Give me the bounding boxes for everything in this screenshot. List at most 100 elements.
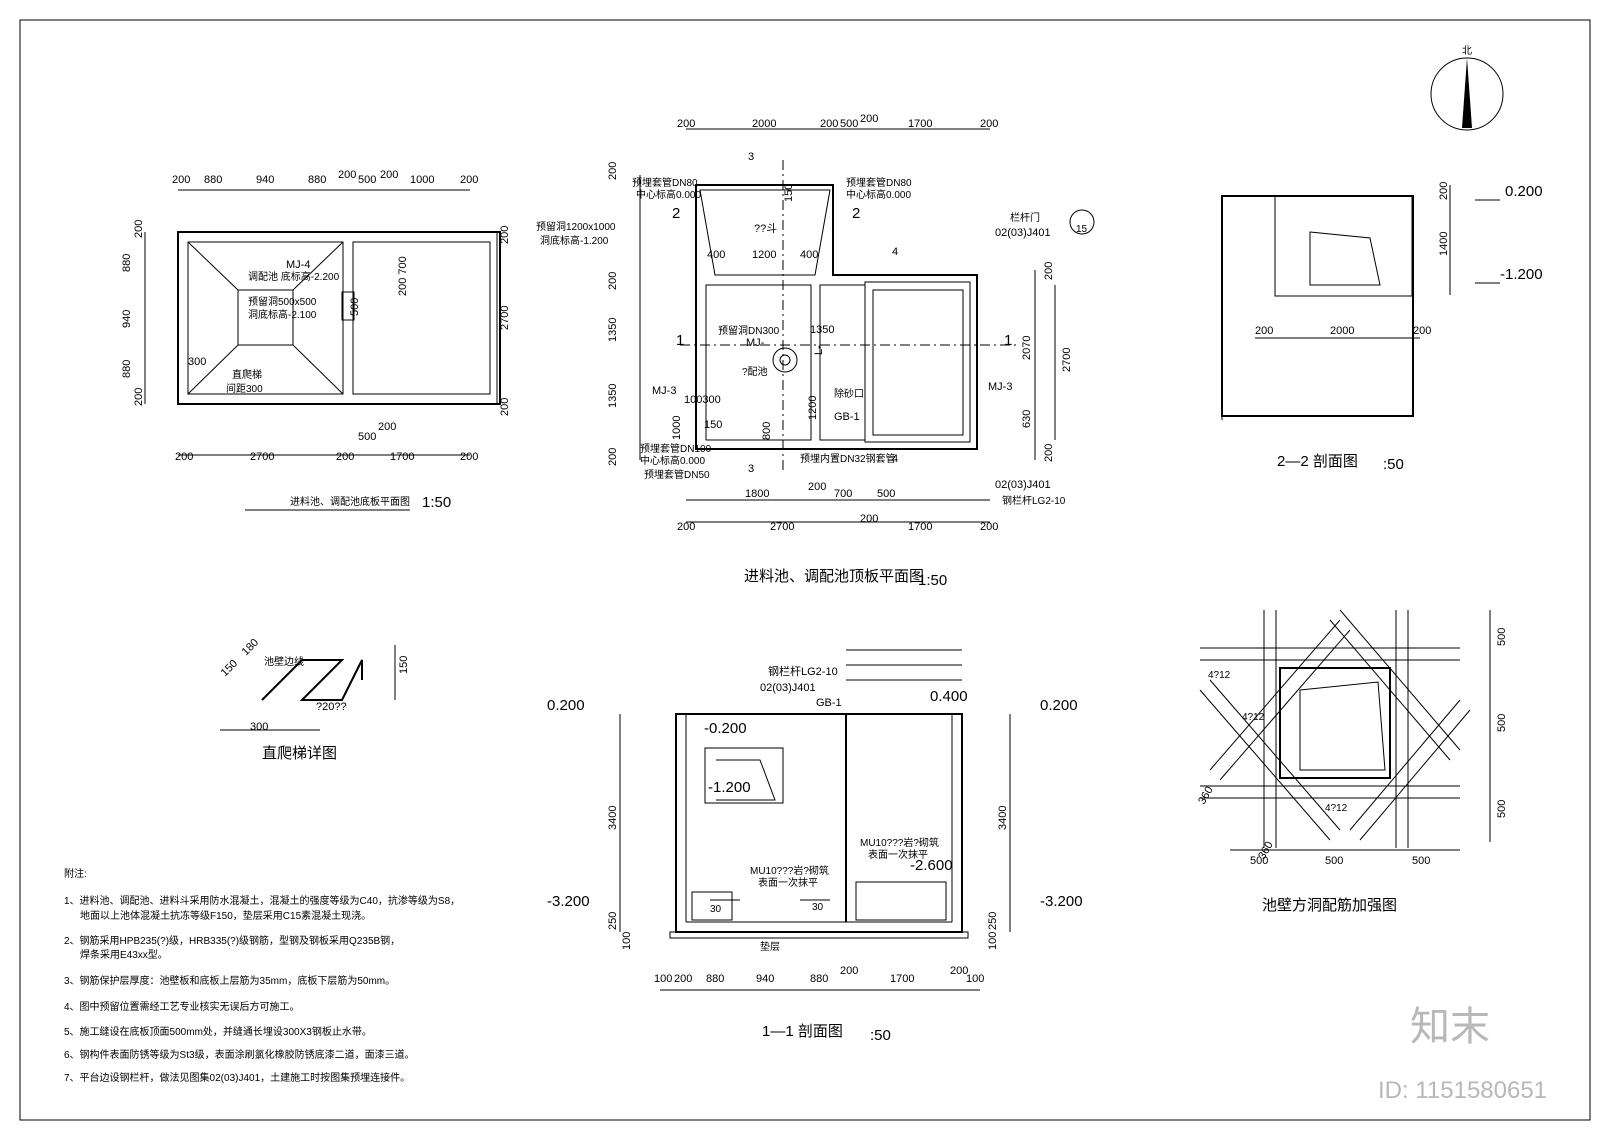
- section-11-label-stone-r: MU10???岩?砌筑: [860, 836, 939, 849]
- top-right-dim-2: 630: [1021, 410, 1033, 428]
- base-bottom-dim-2: 200: [336, 451, 354, 463]
- top-plan-pipe-inner: [779, 354, 791, 366]
- north-label: 北: [1462, 45, 1472, 57]
- section-22-dim-3: 2000: [1330, 325, 1354, 337]
- rebar-bottom-dim-2: 500: [1412, 855, 1430, 867]
- section-11-slab: [669, 931, 969, 939]
- base-bottom-dim-0: 200: [175, 451, 193, 463]
- section-11-bottom-dim-5: 200: [840, 965, 858, 977]
- ladder-title: 直爬梯详图: [262, 745, 337, 762]
- top-plan-platform: [872, 289, 964, 436]
- base-left-dim-2: 940: [121, 310, 133, 328]
- top-label-dn32: 预埋内置DN32钢套管: [800, 452, 896, 465]
- base-label-hole: 预留洞500x500: [248, 295, 317, 308]
- section-11-label-stone-l: MU10???岩?砌筑: [750, 864, 829, 877]
- ladder-detail: 150 180 150 300 池壁边线 ?20?? 直爬梯详图: [219, 637, 410, 762]
- top-left-dim-4: 200: [607, 448, 619, 466]
- notes-item-1: 地面以上池体混凝土抗冻等级F150，垫层采用C15素混凝土现浇。: [80, 909, 371, 922]
- top-label-gate: 栏杆门: [1010, 211, 1040, 224]
- top-top-dim-1: 2000: [752, 118, 776, 130]
- section-11-left-dim-0: 3400: [607, 806, 619, 830]
- section-11-bottom-dim-0: 100: [654, 973, 672, 985]
- base-label-tiaopei: 调配池 底标高-2.200: [248, 270, 340, 283]
- top-bottom-dim-3: 1700: [908, 521, 932, 533]
- base-plan-outer: [177, 231, 501, 405]
- base-plan-inner-left: [187, 241, 344, 395]
- top-label-l: L-: [813, 345, 825, 355]
- section-11-bottom-dim-7: 200: [950, 965, 968, 977]
- notes-item-7: 6、钢构件表面防锈等级为St3级，表面涂刷氯化橡胶防锈底漆二道，面漆三道。: [64, 1048, 415, 1061]
- base-bottom-dim-4: 200: [460, 451, 478, 463]
- top-label-pool: ?配池: [742, 365, 768, 378]
- top-label-hopper: ??斗: [754, 222, 777, 235]
- section-22-elev-bot: -1.200: [1500, 266, 1543, 283]
- top-label-j401-top: 02(03)J401: [995, 227, 1051, 239]
- rebar-right-dim-1: 500: [1496, 714, 1508, 732]
- sheet-border: [19, 19, 1591, 1121]
- section-11-elev-7: -3.200: [1040, 893, 1083, 910]
- top-label-400-r: 400: [800, 249, 818, 261]
- notes-item-0: 1、进料池、调配池、进料斗采用防水混凝土，混凝土的强度等级为C40，抗渗等级为S…: [64, 894, 460, 907]
- top-top-dim-2: 200: [820, 118, 838, 130]
- rebar-label-1: 4?12: [1242, 712, 1265, 723]
- top-label-1200: 1200: [752, 249, 776, 261]
- ladder-dim-150b: 150: [398, 656, 410, 674]
- notes-item-2: 2、钢筋采用HPB235(?)级，HRB335(?)级钢筋，型钢及钢板采用Q23…: [64, 934, 400, 947]
- top-label-hole: 预留洞1200x1000: [536, 220, 616, 233]
- section-11-right-dim-1: 250: [987, 912, 999, 930]
- section-22-dim-1: 1400: [1438, 232, 1450, 256]
- base-label-mj4: MJ-4: [286, 259, 310, 271]
- base-right-dim-0: 200: [499, 226, 511, 244]
- base-top-dim-8: 200: [460, 174, 478, 186]
- base-right-dim-1: 2700: [499, 306, 511, 330]
- section-22-scale: :50: [1383, 456, 1404, 473]
- ladder-label-wall: 池壁边线: [264, 655, 304, 668]
- base-label-300: 300: [188, 356, 206, 368]
- section-11-label-30-r: 30: [812, 902, 824, 913]
- top-label-j401-bot: 02(03)J401: [995, 479, 1051, 491]
- notes-heading: 附注:: [64, 867, 87, 880]
- top-right-dim-4: 2700: [1061, 348, 1073, 372]
- section-11: 0.200 -0.200 -1.200 0.400 0.200 -3.200 -…: [547, 649, 1083, 1044]
- section-11-elev-5: -3.200: [547, 893, 590, 910]
- base-plan-title: 进料池、调配池底板平面图: [290, 495, 410, 508]
- ladder-dim-300: 300: [250, 721, 268, 733]
- top-plan-title: 进料池、调配池顶板平面图: [744, 567, 924, 585]
- top-label-dn80-l: 预埋套管DN80: [632, 176, 698, 189]
- top-left-dim-3: 1350: [607, 384, 619, 408]
- top-right-dim-3: 200: [1043, 444, 1055, 462]
- section-22-pit: [1274, 195, 1413, 297]
- top-label-ref-15: 15: [1076, 224, 1088, 235]
- watermark: 知末 ID: 1151580651: [1378, 1005, 1547, 1104]
- rebar-right-dim-0: 500: [1496, 628, 1508, 646]
- ladder-dim-150a: 150: [219, 658, 240, 679]
- section-22-dim-2: 200: [1255, 325, 1273, 337]
- section-11-elev-6: -2.600: [910, 857, 953, 874]
- base-label-ladder: 直爬梯: [232, 368, 262, 381]
- top-plan: 200 2000 200 500 200 1700 200 1800 200 7…: [536, 113, 1095, 589]
- top-mid-dim-2: 700: [834, 488, 852, 500]
- top-label-sec1-r: 1: [1004, 332, 1012, 349]
- top-plan-pipe-outer: [772, 347, 798, 373]
- top-plan-left-chamber: [705, 284, 812, 441]
- rebar-label-4: 360: [1256, 840, 1276, 862]
- section-22-dim-4: 200: [1413, 325, 1431, 337]
- base-left-dim-4: 200: [133, 388, 145, 406]
- section-22-elev-top: 0.200: [1505, 183, 1543, 200]
- top-label-100300: 100300: [684, 394, 721, 406]
- section-11-bottom-dim-2: 880: [706, 973, 724, 985]
- rebar-bottom-dim-0: 500: [1250, 855, 1268, 867]
- base-top-dim-4: 200: [338, 169, 356, 181]
- section-11-right-dim-0: 3400: [997, 806, 1009, 830]
- base-top-dim-6: 200: [380, 169, 398, 181]
- base-plan-inner-right: [352, 241, 491, 395]
- top-plan-outline: [695, 184, 978, 450]
- base-top-dim-1: 880: [204, 174, 222, 186]
- notes: 附注: 1、进料池、调配池、进料斗采用防水混凝土，混凝土的强度等级为C40，抗渗…: [64, 867, 460, 1084]
- top-label-400-l: 400: [707, 249, 725, 261]
- rebar-title: 池壁方洞配筋加强图: [1262, 897, 1397, 914]
- base-left-dim-3: 880: [121, 360, 133, 378]
- top-label-150b: 150: [704, 419, 722, 431]
- base-left-dim-1: 880: [121, 254, 133, 272]
- top-label-mj: MJ-: [746, 337, 765, 349]
